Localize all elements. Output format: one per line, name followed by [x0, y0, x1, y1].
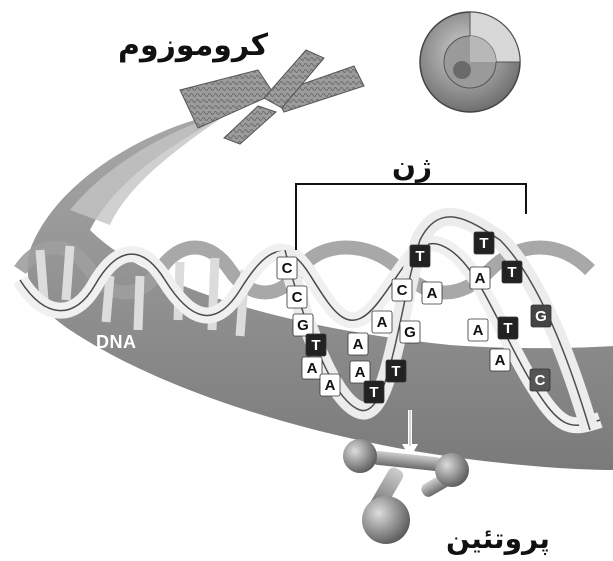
base-letter: A	[473, 322, 484, 339]
base-letter: G	[297, 317, 309, 334]
base-pair-tile: G	[531, 305, 551, 327]
base-pair-tile: A	[320, 374, 340, 396]
base-letter: A	[307, 360, 318, 377]
chromatin-band-highlight	[70, 112, 230, 225]
base-pair-tile: A	[372, 311, 392, 333]
base-pair-tile: T	[474, 232, 494, 254]
base-pair-tile: C	[530, 369, 550, 391]
base-letter: A	[325, 377, 336, 394]
base-letter: T	[391, 363, 400, 380]
base-pair-tile: A	[468, 319, 488, 341]
base-letter: A	[377, 314, 388, 331]
base-letter: A	[353, 336, 364, 353]
base-letter: A	[475, 270, 486, 287]
base-pair-tile: A	[422, 282, 442, 304]
base-pair-tile: T	[498, 317, 518, 339]
base-pair-tile: G	[400, 321, 420, 343]
base-letter: A	[495, 352, 506, 369]
base-letter: C	[292, 289, 303, 306]
base-pair-tile: A	[350, 361, 370, 383]
chromosome-shape	[180, 50, 364, 144]
base-pair-tile: A	[302, 357, 322, 379]
base-pair-tile: T	[364, 381, 384, 403]
base-pair-tile: A	[348, 333, 368, 355]
base-letter: T	[415, 248, 424, 265]
base-pair-tile: C	[287, 286, 307, 308]
base-letter: C	[535, 372, 546, 389]
base-pair-tile: T	[386, 360, 406, 382]
base-pair-tile: A	[470, 267, 490, 289]
base-letter: G	[535, 308, 547, 325]
base-letter: A	[427, 285, 438, 302]
base-letter: T	[311, 337, 320, 354]
cell-icon	[420, 12, 520, 112]
base-pair-tile: G	[293, 314, 313, 336]
base-pair-tile: C	[277, 257, 297, 279]
base-pair-tile: T	[306, 334, 326, 356]
base-letter: G	[404, 324, 416, 341]
base-pair-tile: C	[392, 279, 412, 301]
dna-label: DNA	[96, 332, 137, 353]
base-letter: T	[369, 384, 378, 401]
base-letter: A	[355, 364, 366, 381]
base-letter: C	[397, 282, 408, 299]
base-letter: T	[479, 235, 488, 252]
chromosome-label: کروموزوم	[118, 28, 268, 63]
base-pair-tile: T	[410, 245, 430, 267]
gene-label: ژن	[392, 150, 432, 183]
base-letter: C	[282, 260, 293, 277]
base-pair-tile: T	[502, 261, 522, 283]
base-pair-tile: A	[490, 349, 510, 371]
base-letter: T	[503, 320, 512, 337]
base-letter: T	[507, 264, 516, 281]
protein-label: پروتئین	[446, 522, 550, 555]
